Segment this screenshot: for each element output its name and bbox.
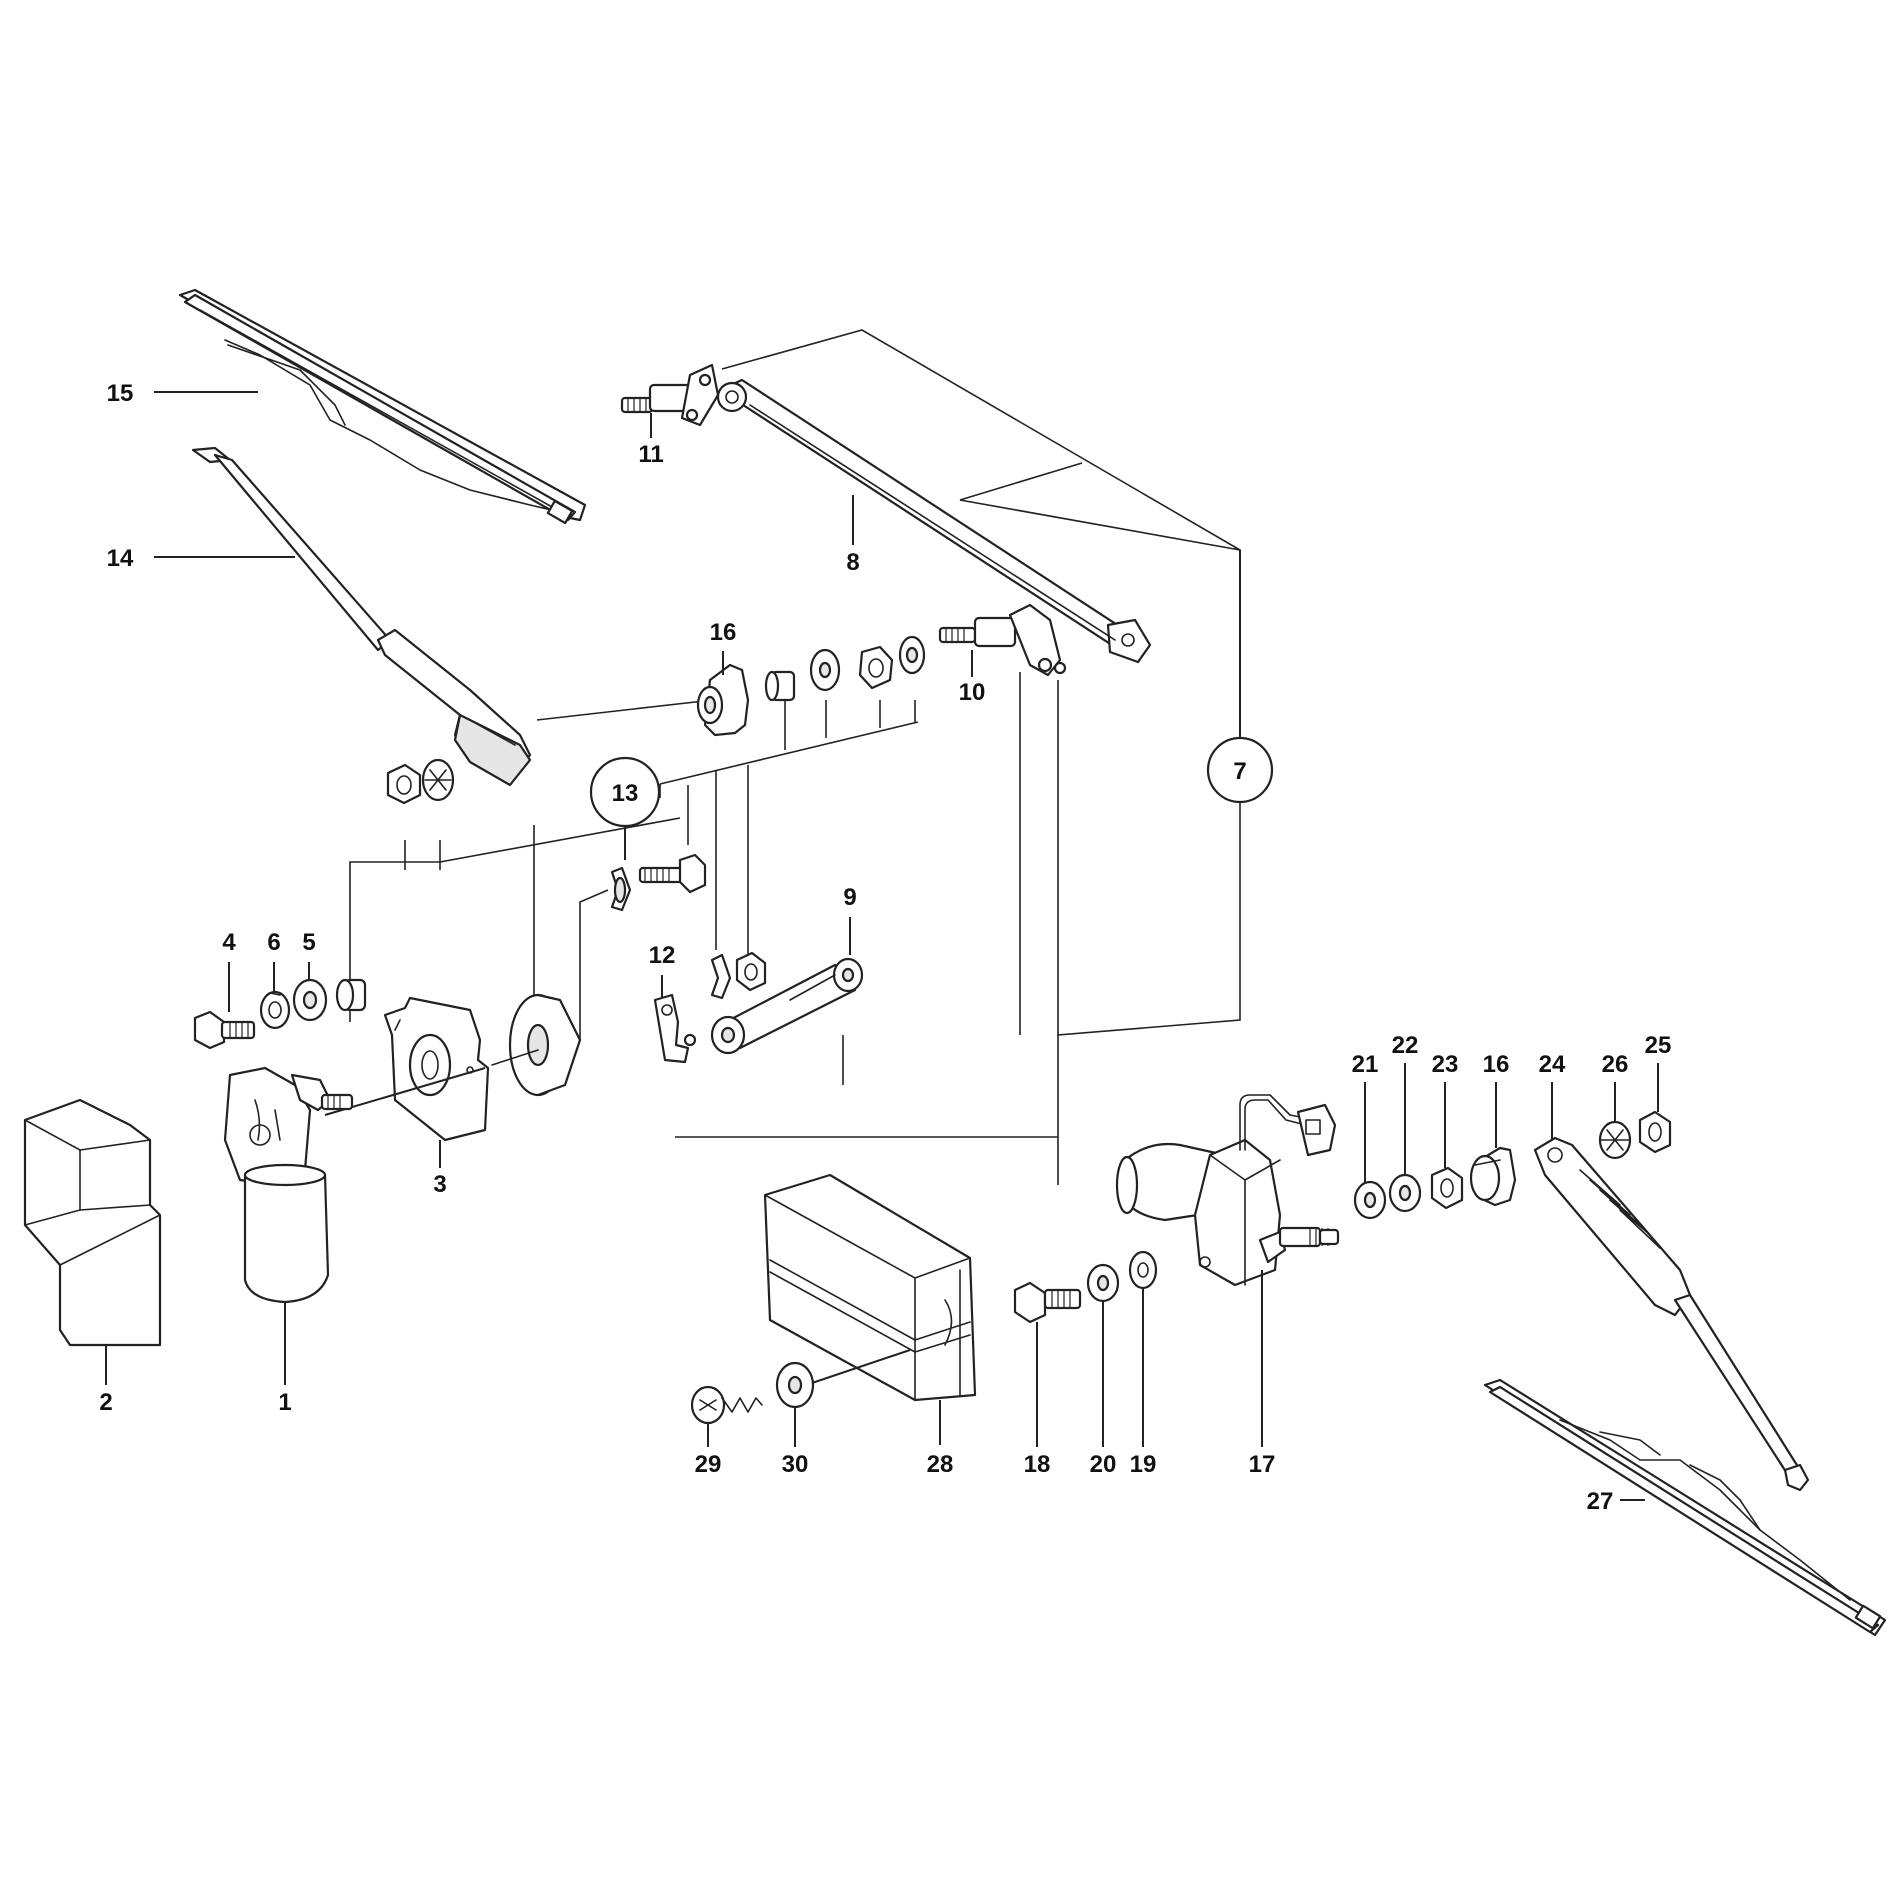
nut-23 <box>1430 1166 1464 1210</box>
wiper-blade-left <box>178 288 587 525</box>
callout-5: 5 <box>302 929 315 956</box>
callout-circle-7 <box>1206 736 1274 804</box>
callout-3: 3 <box>433 1171 446 1198</box>
callout-11: 11 <box>638 441 663 468</box>
washer-30 <box>775 1361 815 1409</box>
callout-18: 18 <box>1024 1451 1051 1478</box>
lock-washer-26 <box>1598 1120 1632 1160</box>
callout-9: 9 <box>843 884 856 911</box>
callout-4: 4 <box>222 929 236 956</box>
crank-arm-12 <box>653 993 697 1064</box>
lock-washer-19 <box>1128 1250 1158 1290</box>
callout-20: 20 <box>1090 1451 1117 1478</box>
callout-30: 30 <box>782 1451 809 1478</box>
clip-13b <box>710 953 732 1000</box>
rubber-seal-16 <box>696 663 750 737</box>
rear-wiper-motor-17 <box>1115 1094 1340 1287</box>
bolt-13 <box>638 853 707 894</box>
callout-19: 19 <box>1130 1451 1157 1478</box>
callout-24: 24 <box>1539 1051 1566 1078</box>
washer-5 <box>292 978 328 1022</box>
crank-disc <box>491 993 582 1097</box>
callout-7: 7 <box>1233 758 1246 785</box>
nut-upper <box>858 645 894 690</box>
callout-22: 22 <box>1392 1032 1419 1059</box>
bolt-4 <box>193 1010 256 1050</box>
callout-circle-13 <box>589 756 661 828</box>
bolt-18 <box>1013 1281 1082 1324</box>
callout-14: 14 <box>107 545 134 572</box>
spacer-5a <box>335 978 367 1012</box>
callout-15: 15 <box>107 380 134 407</box>
callout-23: 23 <box>1432 1051 1459 1078</box>
nut-25 <box>1638 1110 1672 1154</box>
callout-25: 25 <box>1645 1032 1672 1059</box>
lock-washer-6 <box>259 990 291 1030</box>
washer-22 <box>1388 1173 1422 1213</box>
callout-10: 10 <box>959 679 986 706</box>
lock-washer-13a <box>421 758 455 802</box>
linkage-rod-8 <box>716 378 1152 664</box>
callout-16-lower: 16 <box>1483 1051 1510 1078</box>
callout-1: 1 <box>278 1389 291 1416</box>
clip-13 <box>610 866 632 912</box>
bushing-upper <box>764 670 796 702</box>
callout-27: 27 <box>1587 1488 1614 1515</box>
connecting-link-9 <box>710 957 864 1055</box>
leader-lines <box>105 391 1659 1501</box>
nut-13a <box>386 763 422 805</box>
callout-8: 8 <box>846 549 859 576</box>
washer-20 <box>1086 1263 1120 1303</box>
rubber-seal-16-lower <box>1469 1146 1517 1207</box>
nut-13b <box>735 951 767 992</box>
callout-12: 12 <box>649 942 676 969</box>
callout-28: 28 <box>927 1451 954 1478</box>
wiper-motor-1 <box>223 1066 354 1304</box>
callout-26: 26 <box>1602 1051 1629 1078</box>
washer-21 <box>1353 1180 1387 1220</box>
callout-labels: 15 14 11 8 16 10 7 13 9 12 4 6 5 3 1 2 2… <box>99 380 1671 1515</box>
washer-30-line <box>811 1349 911 1384</box>
rear-wiper-blade-27 <box>1483 1378 1887 1637</box>
washer-upper-1 <box>809 648 841 692</box>
rear-wiper-arm-24 <box>1533 1136 1810 1492</box>
spindle-11 <box>620 363 720 427</box>
callout-6: 6 <box>267 929 280 956</box>
assembly-13-bracket-lines <box>349 699 919 1045</box>
callout-13: 13 <box>612 780 639 807</box>
callout-21: 21 <box>1352 1051 1379 1078</box>
spindle-crank-10 <box>938 603 1067 677</box>
washer-upper-2 <box>898 635 926 675</box>
cover-box-28 <box>763 1173 977 1402</box>
callout-17: 17 <box>1249 1451 1276 1478</box>
wiper-arm-left <box>191 446 532 787</box>
callout-16-upper: 16 <box>710 619 737 646</box>
screw-29 <box>690 1385 763 1425</box>
callout-29: 29 <box>695 1451 722 1478</box>
assembly-7-bracket-lines <box>675 329 1241 1185</box>
motor-cover-2 <box>23 1098 162 1347</box>
callout-2: 2 <box>99 1389 112 1416</box>
mounting-plate-3 <box>383 996 490 1142</box>
